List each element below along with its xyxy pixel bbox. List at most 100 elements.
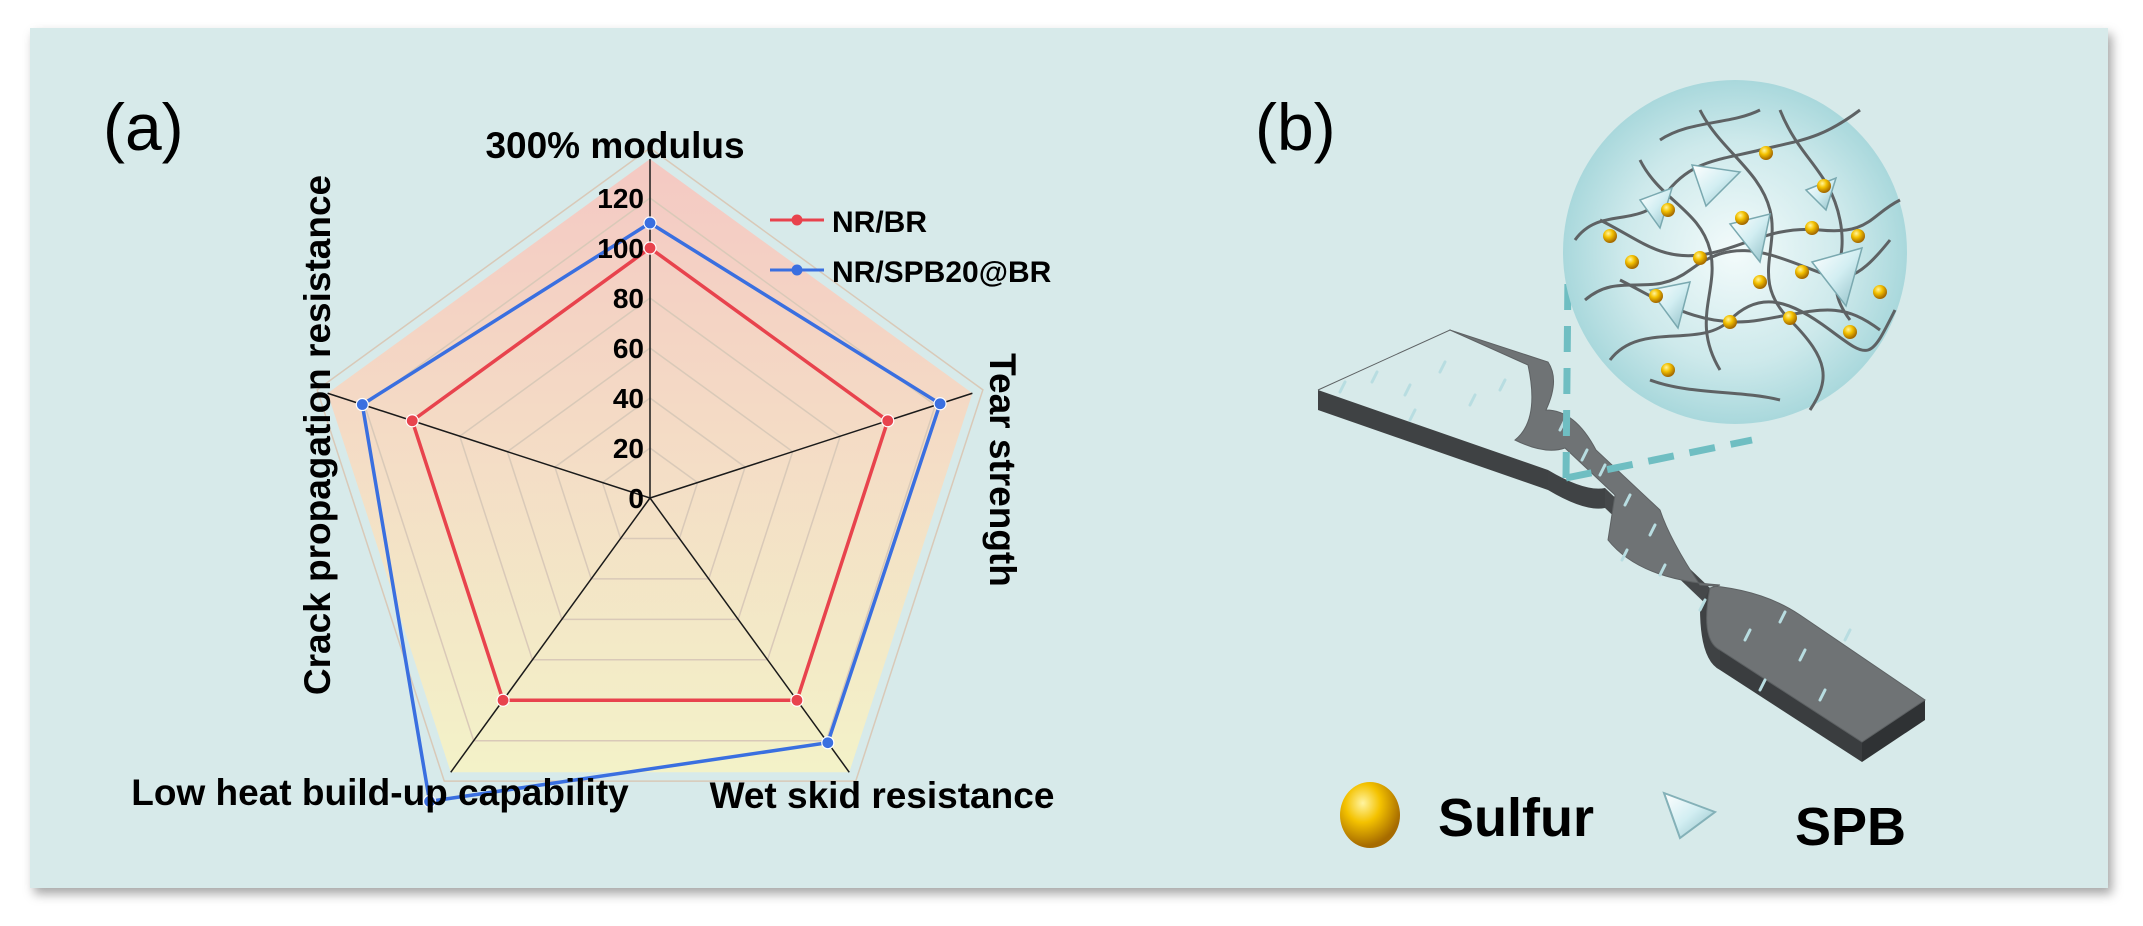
panel-b-label: (b) <box>1255 90 1336 164</box>
radar-data-point <box>933 397 947 411</box>
sulfur-node <box>1805 221 1819 235</box>
radar-data-point <box>790 693 804 707</box>
spb-marks <box>1338 360 1852 702</box>
sulfur-node <box>1817 179 1831 193</box>
radar-data-point <box>355 397 369 412</box>
radar-data-point <box>821 736 835 750</box>
spb-mark <box>1580 448 1589 462</box>
spb-mark <box>1778 610 1787 624</box>
radar-tick-label: 80 <box>613 283 644 314</box>
radar-chart: 0 20 40 60 80 100 120 <box>316 147 984 808</box>
spb-mark <box>1648 523 1657 537</box>
radar-data-point <box>422 794 437 808</box>
axis-label-crack-propagation: Crack propagation resistance <box>297 175 338 695</box>
sulfur-node <box>1753 275 1767 289</box>
radar-tick-label: 120 <box>597 183 644 214</box>
sulfur-node <box>1603 229 1617 243</box>
spb-particle-icon <box>1662 791 1718 840</box>
legend-marker-nr-br <box>791 214 803 226</box>
radar-grid-ring <box>554 397 746 580</box>
sulfur-node <box>1759 146 1773 160</box>
radar-data-point <box>643 241 657 255</box>
sulfur-node <box>1851 229 1865 243</box>
schematic-legend: Sulfur SPB <box>1340 782 1906 857</box>
radar-grid-ring <box>506 347 794 621</box>
radar-grid-ring <box>601 447 699 540</box>
spb-mark <box>1620 548 1629 562</box>
sulfur-nodes <box>1603 146 1887 377</box>
network-bubble <box>1563 80 1907 424</box>
radar-tick-label: 20 <box>613 433 644 464</box>
radar-series-line-1 <box>360 220 943 804</box>
dumbbell-specimen <box>1317 329 1926 762</box>
spb-mark <box>1498 378 1507 392</box>
chart-legend: NR/BR NR/SPB20@BR <box>770 206 1052 289</box>
radar-axis-line <box>450 497 651 773</box>
legend-label-sulfur: Sulfur <box>1438 788 1594 848</box>
dumbbell-top-face <box>1317 329 1926 743</box>
axis-label-tear-strength: Tear strength <box>982 353 1023 587</box>
radar-grid-ring <box>458 297 842 661</box>
radar-data-point <box>881 414 895 428</box>
sulfur-node <box>1661 363 1675 377</box>
spb-mark <box>1743 628 1752 642</box>
spb-mark <box>1843 628 1852 642</box>
legend-label-nr-spb20-br: NR/SPB20@BR <box>832 256 1052 289</box>
sulfur-node <box>1783 311 1797 325</box>
radar-tick-label: 100 <box>597 233 644 264</box>
spb-mark <box>1798 648 1807 662</box>
sulfur-sphere-icon <box>1340 782 1400 848</box>
sulfur-node <box>1649 289 1663 303</box>
radar-series-line-0 <box>410 245 890 703</box>
spb-mark <box>1438 360 1447 374</box>
radar-data-point <box>643 216 657 230</box>
spb-mark <box>1623 493 1632 507</box>
radar-tick-label: 0 <box>628 483 644 514</box>
legend-item-nr-br: NR/BR <box>770 206 927 239</box>
legend-item-sulfur: Sulfur <box>1340 782 1594 848</box>
spb-mark <box>1408 408 1417 422</box>
spb-mark <box>1818 688 1827 702</box>
axis-label-wet-skid-resistance: Wet skid resistance <box>710 775 1055 816</box>
radar-tick-label: 40 <box>613 383 644 414</box>
sulfur-node <box>1661 203 1675 217</box>
schematic: Sulfur SPB <box>1317 80 1926 857</box>
spb-mark <box>1658 563 1667 577</box>
axis-label-300-modulus: 300% modulus <box>485 125 744 166</box>
sulfur-node <box>1693 251 1707 265</box>
sulfur-node <box>1873 285 1887 299</box>
radar-axis-line <box>649 497 850 773</box>
axis-label-low-heat-build-up: Low heat build-up capability <box>131 772 629 813</box>
radar-grid-ring <box>316 147 984 782</box>
legend-label-nr-br: NR/BR <box>832 206 927 239</box>
radar-data-point <box>405 414 419 428</box>
radar-data-point <box>496 693 510 707</box>
callout-line-vertical <box>1562 271 1572 479</box>
spb-mark <box>1370 370 1379 384</box>
spb-mark <box>1468 393 1477 407</box>
sulfur-node <box>1843 325 1857 339</box>
radar-axis-line <box>649 392 973 499</box>
sulfur-node <box>1735 211 1749 225</box>
panel-a-label: (a) <box>103 90 184 164</box>
sulfur-node <box>1723 315 1737 329</box>
legend-marker-nr-spb20-br <box>791 264 803 276</box>
legend-item-spb: SPB <box>1662 791 1906 857</box>
callout-line-diagonal <box>1565 436 1753 482</box>
legend-label-spb: SPB <box>1795 797 1906 857</box>
sulfur-node <box>1795 265 1809 279</box>
sulfur-node <box>1625 255 1639 269</box>
spb-mark <box>1598 463 1607 477</box>
spb-mark <box>1403 383 1412 397</box>
spb-particles <box>1638 164 1864 330</box>
radar-tick-labels: 0 20 40 60 80 100 120 <box>597 183 644 514</box>
radar-series <box>355 216 947 808</box>
legend-item-nr-spb20-br: NR/SPB20@BR <box>770 256 1052 289</box>
radar-tick-label: 60 <box>613 333 644 364</box>
spb-mark <box>1758 678 1767 692</box>
spb-mark <box>1338 380 1347 394</box>
spb-mark <box>1698 598 1707 612</box>
radar-axis-line <box>327 392 651 499</box>
radar-axes <box>327 159 973 773</box>
